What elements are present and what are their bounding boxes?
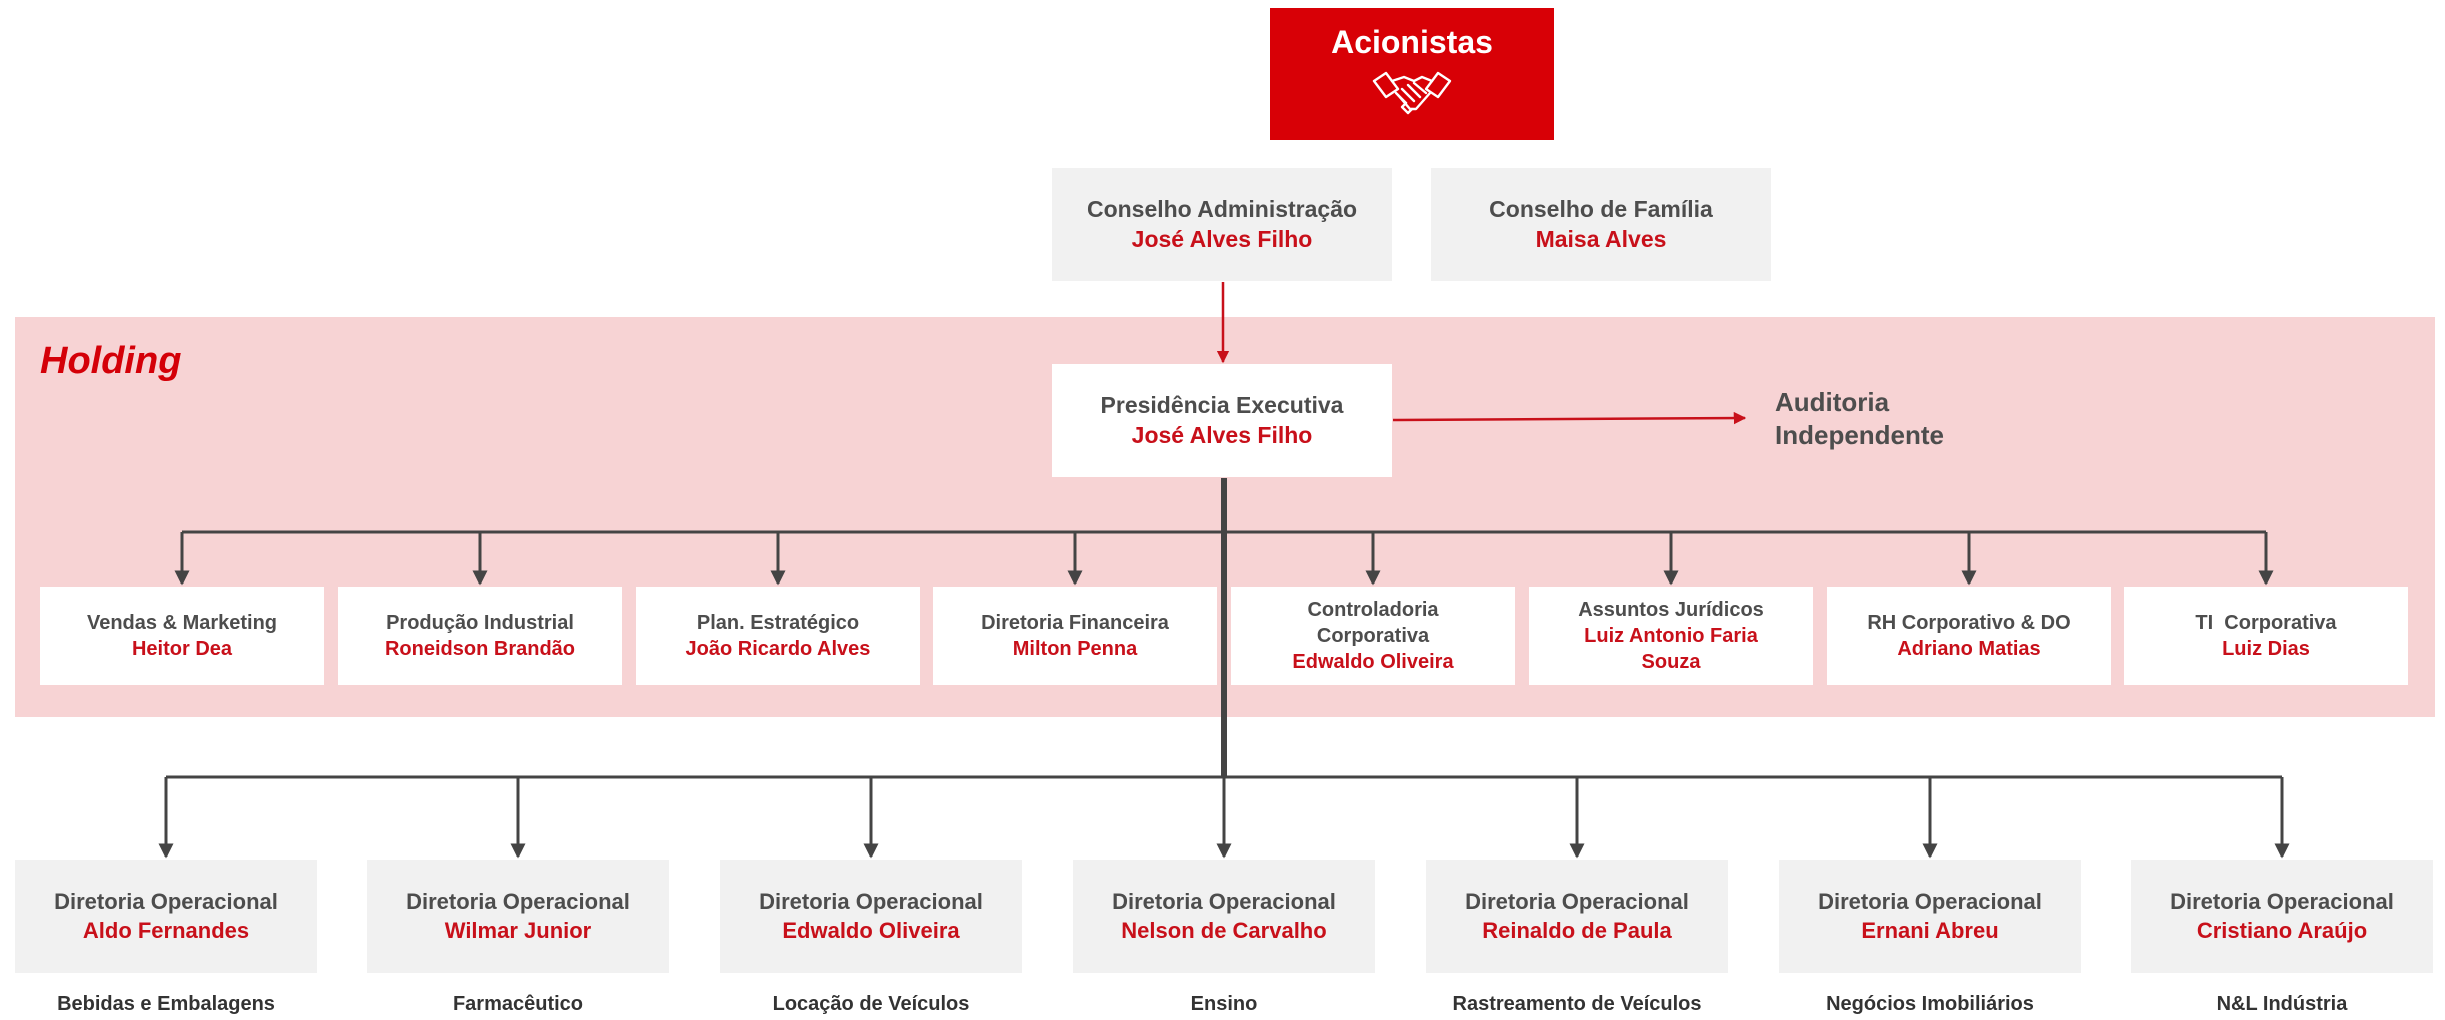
- ceo-title: Presidência Executiva: [1100, 391, 1344, 418]
- board-person: Maisa Alves: [1535, 225, 1667, 252]
- department-box: TI Corporativa Luiz Dias: [2124, 587, 2408, 685]
- operations-title: Diretoria Operacional: [1112, 888, 1336, 914]
- board-title: Conselho Administração: [1086, 195, 1358, 222]
- department-title: RH Corporativo & DO: [1867, 612, 2071, 634]
- operations-person: Cristiano Araújo: [2196, 917, 2368, 943]
- operations-person: Reinaldo de Paula: [1482, 917, 1672, 943]
- department-person: João Ricardo Alves: [685, 638, 871, 660]
- department-box: Diretoria Financeira Milton Penna: [933, 587, 1217, 685]
- operations-title: Diretoria Operacional: [406, 888, 630, 914]
- board-box-family: Conselho de Família Maisa Alves: [1431, 168, 1771, 281]
- operations-box: Diretoria Operacional Nelson de Carvalho: [1073, 860, 1375, 973]
- ceo-box: Presidência Executiva José Alves Filho: [1052, 364, 1392, 477]
- sector-label: Bebidas e Embalagens: [57, 993, 275, 1015]
- operations-box: Diretoria Operacional Reinaldo de Paula: [1426, 860, 1728, 973]
- operations-person: Edwaldo Oliveira: [782, 917, 960, 943]
- board-person: José Alves Filho: [1131, 225, 1313, 252]
- sector-label: Locação de Veículos: [772, 993, 970, 1015]
- department-title: TI Corporativa: [2195, 612, 2337, 634]
- department-title: Vendas & Marketing: [86, 612, 278, 634]
- department-box: Produção Industrial Roneidson Brandão: [338, 587, 622, 685]
- operations-title: Diretoria Operacional: [759, 888, 983, 914]
- holding-label: Holding: [40, 340, 182, 382]
- department-box: Vendas & Marketing Heitor Dea: [40, 587, 324, 685]
- board-box-administration: Conselho Administração José Alves Filho: [1052, 168, 1392, 281]
- sector-label: Farmacêutico: [452, 993, 584, 1015]
- department-title: Produção Industrial: [386, 612, 574, 634]
- department-title: Controladoria Corporativa: [1307, 599, 1439, 647]
- operations-title: Diretoria Operacional: [2170, 888, 2394, 914]
- department-box: Plan. Estratégico João Ricardo Alves: [636, 587, 920, 685]
- ceo-person: José Alves Filho: [1131, 421, 1313, 448]
- department-title: Diretoria Financeira: [981, 612, 1169, 634]
- operations-person: Nelson de Carvalho: [1121, 917, 1327, 943]
- operations-box: Diretoria Operacional Ernani Abreu: [1779, 860, 2081, 973]
- department-box: Controladoria Corporativa Edwaldo Olivei…: [1231, 587, 1515, 685]
- sector-label: Rastreamento de Veículos: [1452, 993, 1702, 1015]
- department-title: Plan. Estratégico: [696, 612, 860, 634]
- operations-person: Wilmar Junior: [444, 917, 592, 943]
- department-person: Milton Penna: [1012, 638, 1138, 660]
- department-person: Roneidson Brandão: [384, 638, 575, 660]
- department-person: Luiz Antonio Faria Souza: [1584, 625, 1758, 673]
- operations-box: Diretoria Operacional Aldo Fernandes: [15, 860, 317, 973]
- department-person: Luiz Dias: [2222, 638, 2310, 660]
- operations-title: Diretoria Operacional: [1818, 888, 2042, 914]
- department-person: Edwaldo Oliveira: [1292, 651, 1454, 673]
- operations-title: Diretoria Operacional: [54, 888, 278, 914]
- operations-box: Diretoria Operacional Cristiano Araújo: [2131, 860, 2433, 973]
- department-person: Adriano Matias: [1897, 638, 2041, 660]
- handshake-icon: [1372, 67, 1452, 126]
- sector-label: Ensino: [1190, 993, 1258, 1015]
- shareholders-title: Acionistas: [1331, 24, 1493, 60]
- audit-label: Auditoria Independente: [1775, 386, 1944, 451]
- department-box: Assuntos Jurídicos Luiz Antonio Faria So…: [1529, 587, 1813, 685]
- shareholders-box: Acionistas: [1270, 8, 1554, 140]
- operations-person: Aldo Fernandes: [82, 917, 250, 943]
- audit-line-2: Independente: [1775, 419, 1945, 450]
- board-title: Conselho de Família: [1489, 195, 1713, 222]
- operations-person: Ernani Abreu: [1861, 917, 1999, 943]
- department-box: RH Corporativo & DO Adriano Matias: [1827, 587, 2111, 685]
- operations-box: Diretoria Operacional Edwaldo Oliveira: [720, 860, 1022, 973]
- audit-line-1: Auditoria: [1775, 387, 1890, 417]
- department-person: Heitor Dea: [131, 638, 233, 660]
- sector-label: Negócios Imobiliários: [1826, 993, 2034, 1015]
- sector-label: N&L Indústria: [2216, 993, 2348, 1015]
- operations-title: Diretoria Operacional: [1465, 888, 1689, 914]
- operations-box: Diretoria Operacional Wilmar Junior: [367, 860, 669, 973]
- department-title: Assuntos Jurídicos: [1578, 599, 1764, 621]
